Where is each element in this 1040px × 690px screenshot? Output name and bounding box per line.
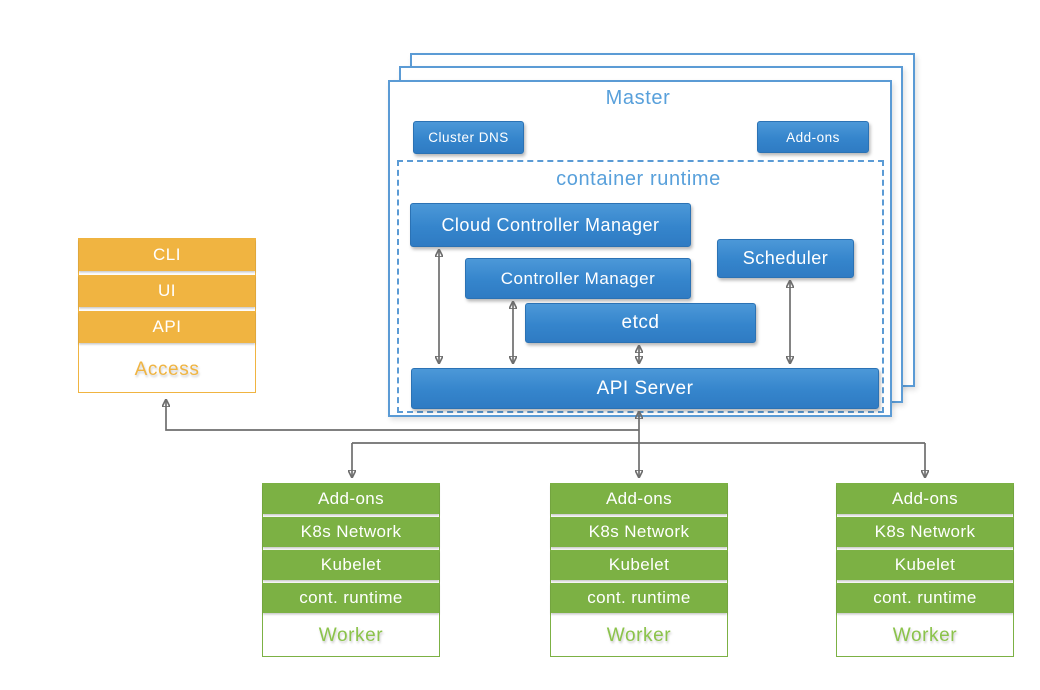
controller-manager-label: Controller Manager bbox=[500, 268, 656, 288]
worker-row-cont-runtime: cont. runtime bbox=[837, 583, 1013, 613]
access-row-ui: UI bbox=[79, 275, 255, 307]
worker-stack-3: Add-ons K8s Network Kubelet cont. runtim… bbox=[836, 483, 1014, 657]
worker-row-cont-runtime: cont. runtime bbox=[551, 583, 727, 613]
cloud-controller-manager-label: Cloud Controller Manager bbox=[441, 214, 660, 235]
worker-row-cont-runtime-label: cont. runtime bbox=[587, 588, 691, 607]
worker-row-addons: Add-ons bbox=[263, 484, 439, 514]
access-label: Access bbox=[134, 358, 200, 380]
worker-label: Worker bbox=[606, 625, 672, 646]
access-row-ui-label: UI bbox=[158, 281, 176, 300]
master-addons-label: Add-ons bbox=[786, 129, 840, 145]
worker-row-addons-label: Add-ons bbox=[891, 489, 959, 508]
access-row-api-label: API bbox=[152, 317, 182, 336]
worker-stack-2: Add-ons K8s Network Kubelet cont. runtim… bbox=[550, 483, 728, 657]
worker-row-k8s-network: K8s Network bbox=[263, 517, 439, 547]
access-row-cli-label: CLI bbox=[153, 245, 181, 264]
cluster-dns-box: Cluster DNS bbox=[413, 121, 524, 154]
worker-row-cont-runtime-label: cont. runtime bbox=[873, 588, 977, 607]
worker-label: Worker bbox=[892, 625, 958, 646]
worker-row-k8s-network: K8s Network bbox=[837, 517, 1013, 547]
worker-row-addons-label: Add-ons bbox=[317, 489, 385, 508]
worker-row-k8s-network-label: K8s Network bbox=[588, 522, 690, 541]
worker-row-k8s-network: K8s Network bbox=[551, 517, 727, 547]
worker-row-cont-runtime-label: cont. runtime bbox=[299, 588, 403, 607]
worker-row-addons: Add-ons bbox=[837, 484, 1013, 514]
container-runtime-title: container runtime bbox=[556, 168, 721, 190]
worker-row-k8s-network-label: K8s Network bbox=[874, 522, 976, 541]
cluster-dns-label: Cluster DNS bbox=[428, 130, 509, 145]
scheduler-box: Scheduler bbox=[717, 239, 854, 278]
worker-row-kubelet-label: Kubelet bbox=[320, 555, 382, 574]
access-stack: CLI UI API Access bbox=[78, 238, 256, 393]
access-row-cli: CLI bbox=[79, 239, 255, 271]
master-addons-box: Add-ons bbox=[757, 121, 869, 153]
worker-row-kubelet: Kubelet bbox=[837, 550, 1013, 580]
etcd-box: etcd bbox=[525, 303, 756, 343]
worker-label: Worker bbox=[318, 625, 384, 646]
etcd-label: etcd bbox=[621, 312, 660, 333]
access-row-api: API bbox=[79, 311, 255, 343]
api-server-box: API Server bbox=[411, 368, 879, 409]
worker-row-k8s-network-label: K8s Network bbox=[300, 522, 402, 541]
worker-row-addons: Add-ons bbox=[551, 484, 727, 514]
worker-row-addons-label: Add-ons bbox=[605, 489, 673, 508]
api-server-label: API Server bbox=[596, 377, 694, 399]
worker-row-kubelet-label: Kubelet bbox=[894, 555, 956, 574]
master-title: Master bbox=[605, 87, 671, 109]
controller-manager-box: Controller Manager bbox=[465, 258, 691, 299]
scheduler-label: Scheduler bbox=[742, 248, 829, 268]
worker-row-cont-runtime: cont. runtime bbox=[263, 583, 439, 613]
worker-row-kubelet-label: Kubelet bbox=[608, 555, 670, 574]
worker-row-kubelet: Kubelet bbox=[263, 550, 439, 580]
worker-stack-1: Add-ons K8s Network Kubelet cont. runtim… bbox=[262, 483, 440, 657]
worker-row-kubelet: Kubelet bbox=[551, 550, 727, 580]
cloud-controller-manager-box: Cloud Controller Manager bbox=[410, 203, 691, 247]
